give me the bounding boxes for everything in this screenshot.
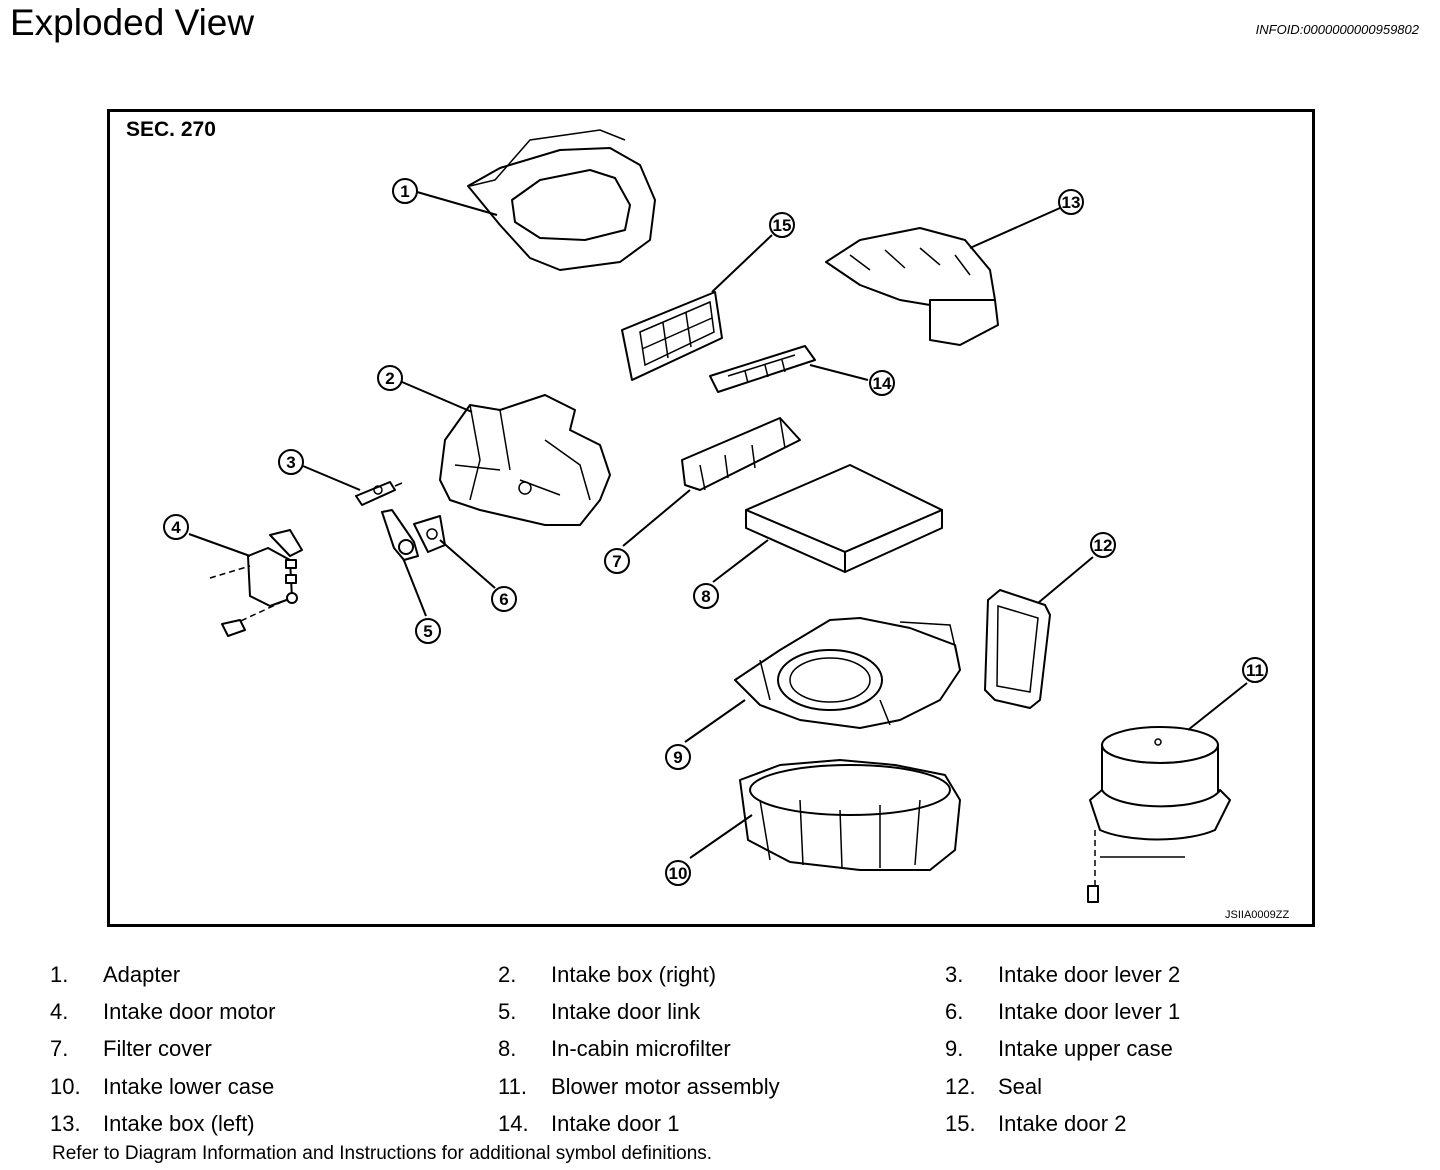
svg-text:5: 5 (423, 622, 432, 641)
callout-9: 9 (665, 744, 691, 770)
legend-num: 3. (945, 962, 964, 987)
part-microfilter (745, 464, 943, 573)
part-intake-door-2 (621, 291, 723, 381)
legend-num: 2. (498, 962, 517, 987)
part-intake-door-link (381, 509, 419, 561)
callout-12: 12 (1090, 532, 1116, 558)
part-intake-door-motor (209, 529, 303, 637)
diagram-frame (107, 109, 1315, 927)
legend-num: 9. (945, 1036, 964, 1061)
legend-num: 5. (498, 999, 517, 1024)
callout-6: 6 (491, 586, 517, 612)
legend-label: Adapter (103, 962, 181, 987)
callout-7: 7 (604, 548, 630, 574)
legend-num: 4. (50, 999, 69, 1024)
part-filter-cover (681, 417, 801, 491)
part-intake-door-lever-1 (413, 515, 446, 553)
section-label: SEC. 270 (126, 118, 216, 141)
legend-label: Intake door 1 (551, 1111, 680, 1136)
svg-text:11: 11 (1246, 661, 1264, 680)
part-intake-lower-case (739, 759, 961, 871)
legend-label: Intake box (left) (103, 1111, 255, 1136)
callout-14: 14 (869, 370, 895, 396)
legend-num: 8. (498, 1036, 517, 1061)
legend-num: 13. (50, 1111, 81, 1136)
callout-5: 5 (415, 618, 441, 644)
leader-lines (188, 191, 1248, 859)
callout-8: 8 (693, 583, 719, 609)
legend-label: In-cabin microfilter (551, 1036, 731, 1061)
part-intake-box-right (439, 394, 611, 526)
legend-label: Seal (998, 1074, 1043, 1099)
legend-label: Intake box (right) (551, 962, 717, 987)
callout-4: 4 (163, 514, 189, 540)
svg-text:7: 7 (612, 552, 621, 571)
legend-label: Blower motor assembly (551, 1074, 780, 1099)
legend-label: Intake door link (551, 999, 701, 1024)
svg-text:4: 4 (171, 518, 181, 537)
legend-num: 12. (945, 1074, 976, 1099)
legend-num: 6. (945, 999, 964, 1024)
callout-3: 3 (278, 449, 304, 475)
legend-label: Intake upper case (998, 1036, 1173, 1061)
legend-label: Intake door lever 1 (998, 999, 1181, 1024)
callout-15: 15 (769, 212, 795, 238)
svg-text:10: 10 (669, 864, 688, 883)
legend-label: Filter cover (103, 1036, 212, 1061)
legend-label: Intake door lever 2 (998, 962, 1181, 987)
svg-text:8: 8 (701, 587, 710, 606)
svg-text:2: 2 (385, 369, 394, 388)
legend-label: Intake lower case (103, 1074, 275, 1099)
part-intake-upper-case (734, 617, 961, 729)
svg-text:6: 6 (499, 590, 508, 609)
legend-num: 15. (945, 1111, 976, 1136)
legend-label: Intake door 2 (998, 1111, 1127, 1136)
part-adapter (467, 129, 656, 271)
legend-num: 14. (498, 1111, 529, 1136)
svg-text:13: 13 (1062, 193, 1081, 212)
part-intake-door-lever-2 (355, 481, 403, 506)
legend-num: 10. (50, 1074, 81, 1099)
part-intake-box-left (825, 227, 999, 346)
legend-label: Intake door motor (103, 999, 276, 1024)
callout-11: 11 (1242, 657, 1268, 683)
callout-1: 1 (392, 178, 418, 204)
svg-text:15: 15 (773, 216, 792, 235)
figure-code: JSIIA0009ZZ (1225, 909, 1290, 921)
legend-num: 7. (50, 1036, 69, 1061)
svg-text:14: 14 (873, 374, 892, 393)
legend-num: 11. (498, 1074, 527, 1099)
svg-text:12: 12 (1094, 536, 1113, 555)
callout-13: 13 (1058, 189, 1084, 215)
svg-text:9: 9 (673, 748, 682, 767)
page-title: Exploded View (10, 2, 255, 43)
info-id: INFOID:0000000000959802 (1255, 22, 1419, 37)
part-blower-motor (1087, 726, 1231, 903)
callout-2: 2 (377, 365, 403, 391)
footer-note: Refer to Diagram Information and Instruc… (52, 1143, 713, 1164)
callout-10: 10 (665, 860, 691, 886)
svg-text:1: 1 (400, 182, 409, 201)
part-seal (984, 589, 1051, 709)
legend-num: 1. (50, 962, 69, 987)
svg-text:3: 3 (286, 453, 295, 472)
part-intake-door-1 (709, 345, 816, 393)
